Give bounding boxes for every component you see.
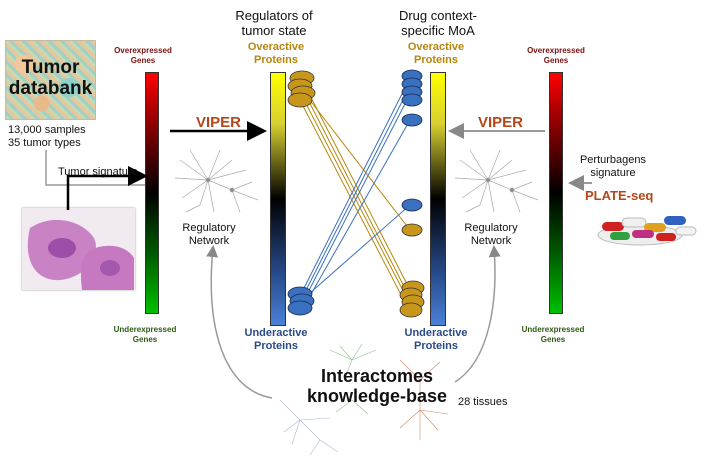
pills-icon [597,216,697,246]
interactome-network-orange [399,359,449,440]
right-underexpressed-label: Underexpressed Genes [521,325,585,344]
left-protein-colorbar [270,72,286,326]
tissues-count: 28 tissues [458,396,508,408]
regulators-header: Regulators of tumor state [235,8,313,38]
interactome-network-blue [279,399,339,456]
plate-seq-label: PLATE-seq [585,188,654,203]
right-gene-colorbar [549,72,563,314]
left-overexpressed-label: Overexpressed Genes [114,46,172,65]
viper-left-label: VIPER [196,114,242,131]
tumor-databank-image: Tumor databank [5,40,96,120]
interactomes-title: Interactomes knowledge-base [306,366,448,406]
tumor-types-count: 35 tumor types [8,137,81,149]
interactome-network-green [329,343,377,415]
databank-connector [45,150,145,186]
perturbagens-label: Perturbagens signature [579,154,647,179]
left-underexpressed-label: Underexpressed Genes [113,325,177,344]
gold-connection-lines [301,79,411,313]
tumor-tissue-image [22,208,135,290]
blue-connection-lines [301,77,411,311]
tumor-signature-label: Tumor signature [58,166,138,178]
left-network-label: Regulatory Network [182,222,236,247]
left-underactive-label: Underactive Proteins [244,327,308,352]
drug-moa-header: Drug context- specific MoA [398,8,478,38]
right-network-label: Regulatory Network [464,222,518,247]
left-overactive-protein-ellipses [287,70,316,108]
left-overactive-label: Overactive Proteins [247,41,305,66]
left-regulatory-network-icon [174,149,259,213]
right-underactive-label: Underactive Proteins [404,327,468,352]
interactome-to-right-network-arrow [454,245,501,383]
right-overactive-protein-ellipses [401,69,423,212]
right-underactive-protein-ellipses [399,223,425,318]
left-underactive-protein-ellipses [287,286,315,316]
right-protein-colorbar [430,72,446,326]
right-overexpressed-label: Overexpressed Genes [527,46,585,65]
interactome-to-left-network-arrow [206,245,273,399]
right-overactive-label: Overactive Proteins [407,41,465,66]
left-gene-colorbar [145,72,159,314]
samples-count: 13,000 samples [8,124,86,136]
databank-title: Tumor databank [8,57,93,99]
tumor-signature-arrow [66,166,148,210]
right-regulatory-network-icon [454,149,539,213]
viper-right-label: VIPER [478,114,524,131]
